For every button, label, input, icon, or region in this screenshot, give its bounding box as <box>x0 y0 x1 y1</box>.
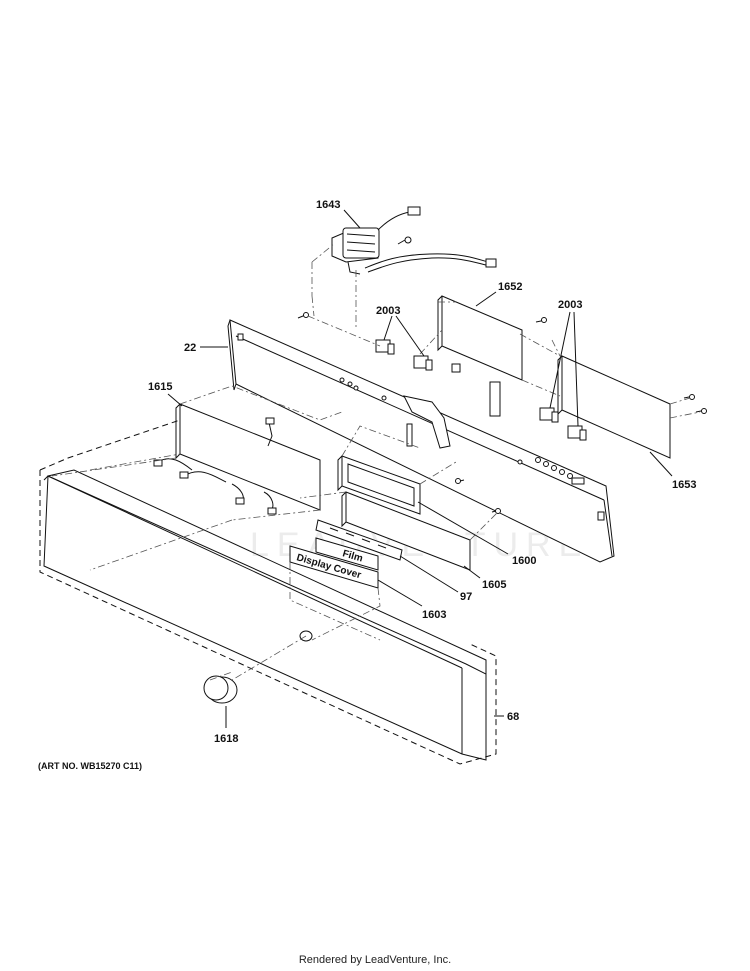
screws <box>297 312 707 514</box>
part-labels: 1643 1652 2003 2003 22 1615 1653 1600 16… <box>38 199 696 771</box>
part-1652-board <box>437 295 523 417</box>
part-1600-display <box>337 455 421 515</box>
label-1652: 1652 <box>498 281 522 293</box>
label-1605: 1605 <box>482 579 506 591</box>
part-2003-relays <box>375 339 587 441</box>
label-1618: 1618 <box>214 733 238 745</box>
part-97-bracket <box>315 519 403 561</box>
film-label: Film <box>341 548 364 564</box>
part-68-front-panel <box>43 469 487 761</box>
art-number: (ART NO. WB15270 C11) <box>38 761 142 771</box>
part-1615-board <box>153 403 321 515</box>
label-1615: 1615 <box>148 381 172 393</box>
label-2003-left: 2003 <box>376 305 400 317</box>
assembly-lines <box>51 243 701 681</box>
footer-credit: Rendered by LeadVenture, Inc. <box>298 954 452 966</box>
label-1653: 1653 <box>672 479 696 491</box>
label-1600: 1600 <box>512 555 536 567</box>
part-1643-transformer <box>331 206 497 275</box>
leader-lines <box>167 291 673 728</box>
label-1643: 1643 <box>316 199 340 211</box>
label-22: 22 <box>184 342 196 354</box>
label-1603: 1603 <box>422 609 446 621</box>
label-2003-right: 2003 <box>558 299 582 311</box>
label-68: 68 <box>507 711 519 723</box>
part-1618-knob <box>203 675 238 704</box>
part-1653-board <box>557 355 671 459</box>
label-97: 97 <box>460 591 472 603</box>
part-22-frame <box>227 319 615 563</box>
